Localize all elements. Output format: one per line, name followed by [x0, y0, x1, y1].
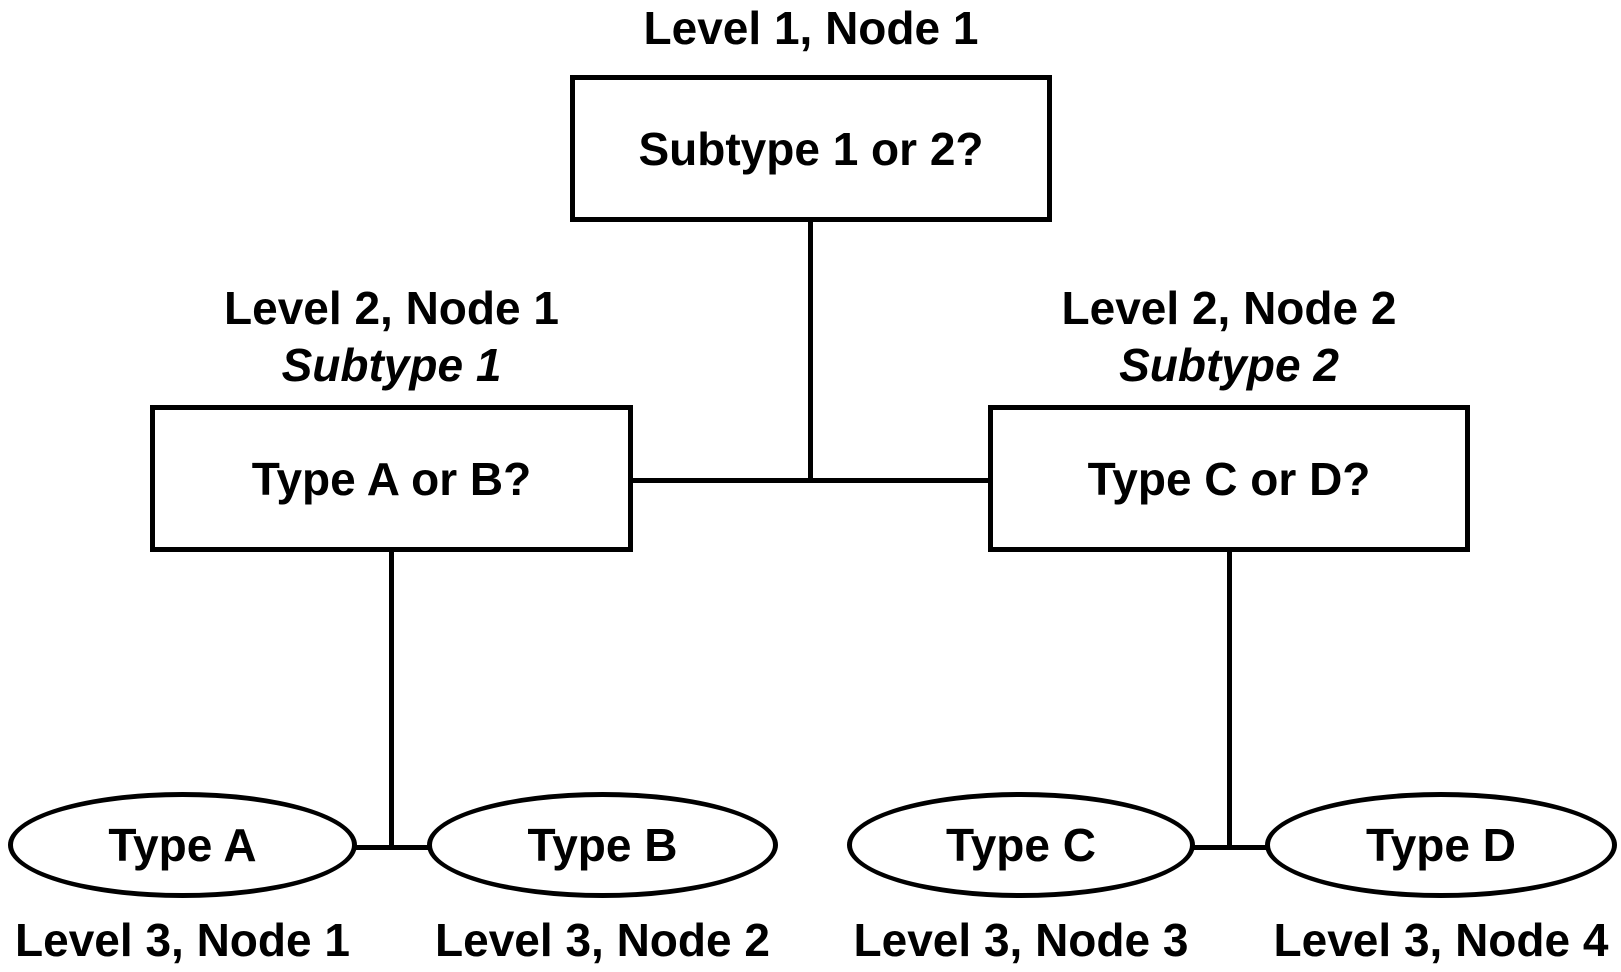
level3-node4-caption: Level 3, Node 4 — [1273, 914, 1609, 966]
level2-node2-caption-line2: Subtype 2 — [1119, 339, 1339, 391]
level1-node1-text: Subtype 1 or 2? — [638, 122, 984, 175]
level2-node2-text: Type C or D? — [1087, 452, 1371, 505]
connector-left-vertical — [389, 550, 394, 850]
level1-node1-box: Subtype 1 or 2? — [570, 75, 1052, 222]
level3-node3-ellipse: Type C — [847, 792, 1195, 898]
level3-node1-ellipse: Type A — [8, 792, 357, 898]
level3-node1-text: Type A — [108, 819, 257, 871]
level3-node2-ellipse: Type B — [427, 792, 778, 898]
level1-node1-caption: Level 1, Node 1 — [643, 2, 979, 54]
level3-node2-text: Type B — [527, 819, 678, 871]
level3-node3-text: Type C — [946, 819, 1096, 871]
level2-node1-caption-line2: Subtype 1 — [281, 339, 502, 391]
level3-node3-caption: Level 3, Node 3 — [853, 914, 1189, 966]
connector-root-vertical — [808, 220, 813, 483]
level2-node1-box: Type A or B? — [150, 405, 633, 552]
level3-node4-ellipse: Type D — [1265, 792, 1617, 898]
connector-left-stub — [355, 845, 429, 850]
level2-node1-caption-line1: Level 2, Node 1 — [224, 282, 559, 334]
level3-node4-text: Type D — [1366, 819, 1516, 871]
connector-level2-horizontal — [633, 478, 988, 483]
connector-right-stub — [1193, 845, 1267, 850]
level2-node2-caption-line1: Level 2, Node 2 — [1061, 282, 1397, 334]
level2-node1-text: Type A or B? — [251, 452, 532, 505]
level3-node2-caption: Level 3, Node 2 — [435, 914, 770, 966]
level2-node2-box: Type C or D? — [988, 405, 1470, 552]
connector-right-vertical — [1227, 550, 1232, 850]
level2-node2-caption: Level 2, Node 2 Subtype 2 — [988, 280, 1470, 394]
level3-node1-caption: Level 3, Node 1 — [15, 914, 350, 966]
level2-node1-caption: Level 2, Node 1 Subtype 1 — [150, 280, 633, 394]
